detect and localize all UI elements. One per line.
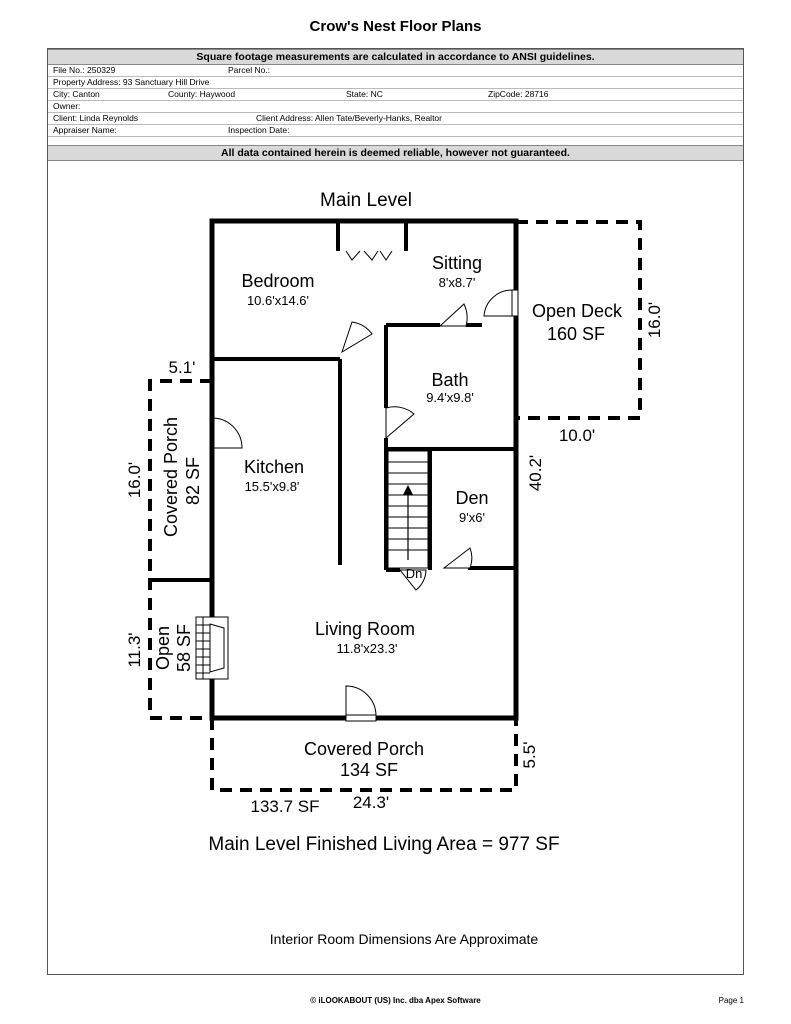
client-address: Client Address: Allen Tate/Beverly-Hanks… bbox=[256, 113, 442, 123]
covered-porch-left-area: 82 SF bbox=[183, 457, 203, 505]
client: Client: Linda Reynolds bbox=[53, 113, 139, 123]
appraiser-name: Appraiser Name: bbox=[53, 125, 117, 135]
living-room-dims: 11.8'x23.3' bbox=[336, 641, 397, 656]
info-row-appraiser: Appraiser Name: Inspection Date: bbox=[48, 125, 743, 137]
stair-door bbox=[398, 569, 427, 591]
county: County: Haywood bbox=[168, 89, 236, 99]
dim-right: 40.2' bbox=[526, 455, 545, 491]
kitchen-exterior-door bbox=[213, 417, 243, 449]
bath-label: Bath bbox=[431, 370, 468, 390]
bath-dims: 9.4'x9.8' bbox=[426, 390, 474, 405]
inspection-date: Inspection Date: bbox=[228, 125, 290, 135]
bedroom-door bbox=[341, 321, 373, 354]
covered-porch-left-dim-side: 16.0' bbox=[125, 462, 144, 498]
covered-porch-bottom-outline bbox=[210, 718, 518, 792]
open-left-dim-side: 11.3' bbox=[125, 632, 144, 667]
city: City: Canton bbox=[53, 89, 100, 99]
sitting-door bbox=[438, 303, 468, 327]
front-door-threshold bbox=[345, 714, 377, 722]
living-room-label: Living Room bbox=[315, 619, 415, 639]
bath-door bbox=[385, 406, 415, 440]
page-title: Crow's Nest Floor Plans bbox=[309, 18, 482, 35]
covered-porch-bottom-dim-side: 5.5' bbox=[520, 742, 539, 769]
info-row-address: Property Address: 93 Sanctuary Hill Driv… bbox=[48, 77, 743, 89]
closet-door-left bbox=[345, 250, 379, 261]
open-deck-dim-bottom: 10.0' bbox=[559, 426, 595, 445]
open-deck-outline bbox=[516, 220, 642, 420]
closet-door-right bbox=[379, 250, 393, 261]
den-label: Den bbox=[455, 488, 488, 508]
fireplace bbox=[195, 616, 229, 680]
open-left-label: Open bbox=[153, 626, 173, 670]
den-dims: 9'x6' bbox=[459, 510, 485, 525]
deck-door-threshold bbox=[511, 289, 519, 317]
deck-door bbox=[483, 289, 513, 317]
state: State: NC bbox=[346, 89, 383, 99]
zip-code: ZipCode: 28716 bbox=[488, 89, 549, 99]
approx-note: Interior Room Dimensions Are Approximate bbox=[270, 931, 539, 947]
front-door bbox=[345, 685, 377, 717]
staircase bbox=[387, 450, 429, 569]
info-row-client: Client: Linda Reynolds Client Address: A… bbox=[48, 113, 743, 125]
file-no: File No.: 250329 bbox=[53, 65, 116, 75]
open-deck-label: Open Deck bbox=[532, 301, 623, 321]
covered-porch-bottom-dim-bottom: 24.3' bbox=[353, 793, 389, 812]
door-swings bbox=[213, 289, 513, 717]
bedroom-dims: 10.6'x14.6' bbox=[247, 293, 309, 308]
info-row-owner: Owner: bbox=[48, 101, 743, 113]
info-row-city: City: Canton County: Haywood State: NC Z… bbox=[48, 89, 743, 101]
closet-doors bbox=[345, 250, 393, 261]
level-title: Main Level bbox=[320, 190, 412, 211]
kitchen-dims: 15.5'x9.8' bbox=[245, 479, 300, 494]
open-deck-dim-side: 16.0' bbox=[645, 302, 664, 338]
open-deck-area: 160 SF bbox=[547, 324, 605, 344]
ansi-note-bar: Square footage measurements are calculat… bbox=[48, 49, 743, 65]
property-address: Property Address: 93 Sanctuary Hill Driv… bbox=[53, 77, 210, 87]
owner: Owner: bbox=[53, 101, 81, 111]
covered-porch-bottom-area-outer: 133.7 SF bbox=[251, 797, 320, 816]
disclaimer-bar: All data contained herein is deemed reli… bbox=[48, 145, 743, 161]
report-frame: Square footage measurements are calculat… bbox=[47, 48, 744, 975]
interior-walls bbox=[212, 221, 516, 572]
covered-porch-left-dim-top: 5.1' bbox=[169, 358, 196, 377]
outdoor-outlines bbox=[148, 220, 642, 792]
bedroom-label: Bedroom bbox=[241, 271, 314, 291]
sitting-label: Sitting bbox=[432, 253, 482, 273]
covered-porch-left-label: Covered Porch bbox=[161, 417, 181, 537]
covered-porch-bottom-label: Covered Porch bbox=[304, 739, 424, 759]
sitting-dims: 8'x8.7' bbox=[439, 275, 476, 290]
open-left-area: 58 SF bbox=[174, 624, 194, 672]
kitchen-label: Kitchen bbox=[244, 457, 304, 477]
open-left-outline bbox=[148, 578, 212, 720]
living-area-summary: Main Level Finished Living Area = 977 SF bbox=[208, 834, 559, 855]
info-row-file: File No.: 250329 Parcel No.: bbox=[48, 65, 743, 77]
page-number: Page 1 bbox=[718, 996, 744, 1005]
stair-label: Dn bbox=[406, 566, 423, 581]
parcel-no: Parcel No.: bbox=[228, 65, 271, 75]
den-door bbox=[442, 547, 473, 569]
covered-porch-bottom-area: 134 SF bbox=[340, 760, 398, 780]
copyright: © iLOOKABOUT (US) Inc. dba Apex Software bbox=[310, 996, 481, 1005]
